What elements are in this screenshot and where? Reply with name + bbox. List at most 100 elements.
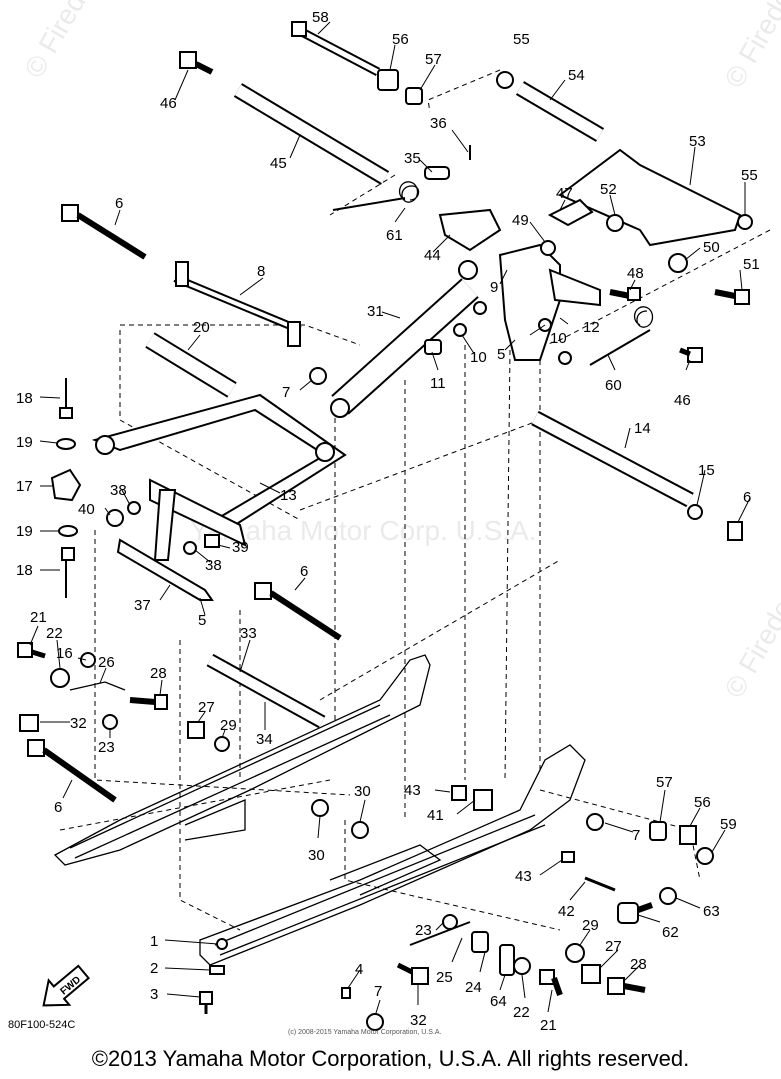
parts-drawing: FWD (17, 21, 753, 1031)
callout-18b: 18 (16, 562, 33, 579)
callout-10b: 10 (470, 349, 487, 366)
callout-36: 36 (430, 115, 447, 132)
callout-9: 9 (490, 279, 498, 296)
callout-8: 8 (257, 263, 265, 280)
callout-39: 39 (232, 539, 249, 556)
callout-32a: 32 (70, 715, 87, 732)
callout-22b: 22 (513, 1004, 530, 1021)
callout-19b: 19 (16, 523, 33, 540)
callout-56b: 56 (694, 794, 711, 811)
callout-50: 50 (703, 239, 720, 256)
callout-6c: 6 (300, 563, 308, 580)
callout-61: 61 (386, 227, 403, 244)
callout-labels: 58 56 55 57 54 46 45 36 35 53 55 6 61 47… (16, 9, 760, 1034)
callout-40: 40 (78, 501, 95, 518)
callout-28b: 28 (630, 956, 647, 973)
callout-46a: 46 (160, 95, 177, 112)
callout-24: 24 (465, 979, 482, 996)
watermark-side-2: © Firedog.com (718, 0, 781, 93)
callout-37: 37 (134, 597, 151, 614)
callout-16: 16 (56, 645, 73, 662)
callout-49: 49 (512, 212, 529, 229)
callout-23a: 23 (98, 739, 115, 756)
callout-55a: 55 (513, 31, 530, 48)
callout-52: 52 (600, 181, 617, 198)
callout-57a: 57 (425, 51, 442, 68)
callout-38b: 38 (205, 557, 222, 574)
callout-33: 33 (240, 625, 257, 642)
callout-18a: 18 (16, 390, 33, 407)
callout-41: 41 (427, 807, 444, 824)
callout-31: 31 (367, 303, 384, 320)
footer-copyright: ©2013 Yamaha Motor Corporation, U.S.A. A… (91, 1046, 690, 1071)
callout-21a: 21 (30, 609, 47, 626)
callout-12: 12 (583, 319, 600, 336)
callout-38a: 38 (110, 482, 127, 499)
fwd-arrow: FWD (42, 964, 91, 1007)
callout-30a: 30 (354, 783, 371, 800)
callout-51: 51 (743, 256, 760, 273)
callout-14: 14 (634, 420, 651, 437)
callout-10a: 10 (550, 330, 567, 347)
callout-7b: 7 (632, 827, 640, 844)
callout-5b: 5 (198, 612, 206, 629)
callout-46b: 46 (674, 392, 691, 409)
callout-63: 63 (703, 903, 720, 920)
callout-56a: 56 (392, 31, 409, 48)
callout-44: 44 (424, 247, 441, 264)
callout-58: 58 (312, 9, 329, 26)
assembly-dash-lines (59, 69, 771, 931)
watermark-side-3: © Firedog.com (718, 528, 781, 703)
callout-42: 42 (558, 903, 575, 920)
callout-57b: 57 (656, 774, 673, 791)
watermark-center: Yamaha Motor Corp. U.S.A. (190, 515, 537, 546)
callout-21b: 21 (540, 1017, 557, 1034)
callout-17: 17 (16, 478, 33, 495)
diagram-copyright-small: (c) 2008-2015 Yamaha Motor Corporation, … (288, 1029, 442, 1036)
callout-29a: 29 (220, 717, 237, 734)
watermark-side-1: © Firedog.com (18, 0, 137, 83)
callout-2: 2 (150, 960, 158, 977)
callout-1: 1 (150, 933, 158, 950)
callout-30b: 30 (308, 847, 325, 864)
callout-45: 45 (270, 155, 287, 172)
callout-25: 25 (436, 969, 453, 986)
callout-26: 26 (98, 654, 115, 671)
diagram-code: 80F100-524C (8, 1019, 76, 1031)
callout-53: 53 (689, 133, 706, 150)
callout-6b: 6 (743, 489, 751, 506)
callout-32b: 32 (410, 1012, 427, 1029)
callout-28a: 28 (150, 665, 167, 682)
callout-54: 54 (568, 67, 585, 84)
callout-48: 48 (627, 265, 644, 282)
callout-62: 62 (662, 924, 679, 941)
callout-64: 64 (490, 993, 507, 1010)
callout-6d: 6 (54, 799, 62, 816)
callout-60: 60 (605, 377, 622, 394)
callout-20: 20 (193, 319, 210, 336)
callout-43b: 43 (515, 868, 532, 885)
callout-34: 34 (256, 731, 273, 748)
callout-7c: 7 (374, 983, 382, 1000)
callout-19a: 19 (16, 434, 33, 451)
parts-diagram: Yamaha Motor Corp. U.S.A. © Firedog.com … (16, 0, 781, 1034)
callout-7a: 7 (282, 384, 290, 401)
leader-lines (29, 21, 751, 1014)
callout-4: 4 (355, 961, 363, 978)
callout-35: 35 (404, 150, 421, 167)
callout-23b: 23 (415, 922, 432, 939)
callout-43a: 43 (404, 782, 421, 799)
callout-59: 59 (720, 816, 737, 833)
callout-29b: 29 (582, 917, 599, 934)
callout-6a: 6 (115, 195, 123, 212)
callout-13: 13 (280, 487, 297, 504)
callout-47: 47 (556, 185, 573, 202)
callout-15: 15 (698, 462, 715, 479)
callout-3: 3 (150, 986, 158, 1003)
callout-27b: 27 (605, 938, 622, 955)
callout-55b: 55 (741, 167, 758, 184)
callout-11: 11 (430, 375, 446, 392)
callout-27a: 27 (198, 699, 215, 716)
callout-5a: 5 (497, 346, 505, 363)
callout-22a: 22 (46, 625, 63, 642)
